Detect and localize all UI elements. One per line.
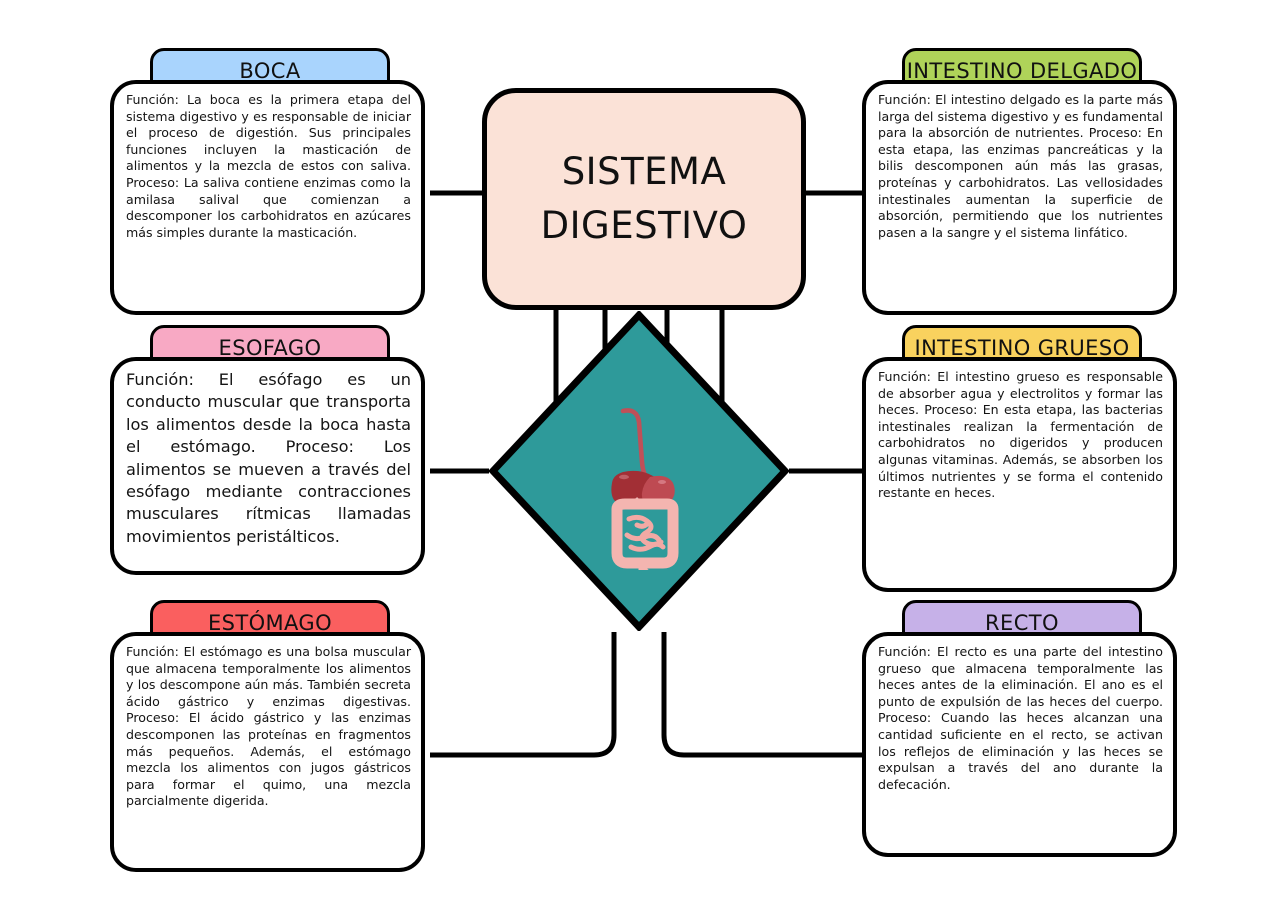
- node-intestino-delgado-text: Función: El intestino delgado es la part…: [878, 92, 1163, 240]
- node-esofago-body: Función: El esófago es un conducto muscu…: [110, 357, 425, 575]
- node-esofago-text: Función: El esófago es un conducto muscu…: [126, 370, 411, 546]
- node-estomago-title: ESTÓMAGO: [207, 611, 333, 635]
- node-intestino-grueso-body: Función: El intestino grueso es responsa…: [862, 357, 1177, 592]
- node-intestino-delgado-title: INTESTINO DELGADO: [906, 59, 1138, 83]
- node-estomago-body: Función: El estómago es una bolsa muscul…: [110, 632, 425, 872]
- node-intestino-delgado-body: Función: El intestino delgado es la part…: [862, 80, 1177, 315]
- node-boca-body: Función: La boca es la primera etapa del…: [110, 80, 425, 315]
- node-estomago-text: Función: El estómago es una bolsa muscul…: [126, 644, 411, 809]
- center-title-box: SISTEMA DIGESTIVO: [482, 88, 806, 310]
- diamond-shape: [489, 311, 789, 631]
- node-recto-title: RECTO: [985, 611, 1059, 635]
- node-boca-text: Función: La boca es la primera etapa del…: [126, 92, 411, 240]
- node-recto-text: Función: El recto es una parte del intes…: [878, 644, 1163, 792]
- center-diamond: [489, 311, 789, 631]
- node-intestino-grueso-title: INTESTINO GRUESO: [914, 336, 1130, 360]
- node-recto-body: Función: El recto es una parte del intes…: [862, 632, 1177, 857]
- node-intestino-grueso-text: Función: El intestino grueso es responsa…: [878, 369, 1163, 501]
- digestive-system-icon: [611, 408, 679, 570]
- center-title-line-2: DIGESTIVO: [540, 204, 748, 247]
- node-esofago-title: ESOFAGO: [218, 336, 322, 360]
- center-title-line-1: SISTEMA: [561, 150, 727, 193]
- node-boca-title: BOCA: [239, 59, 301, 83]
